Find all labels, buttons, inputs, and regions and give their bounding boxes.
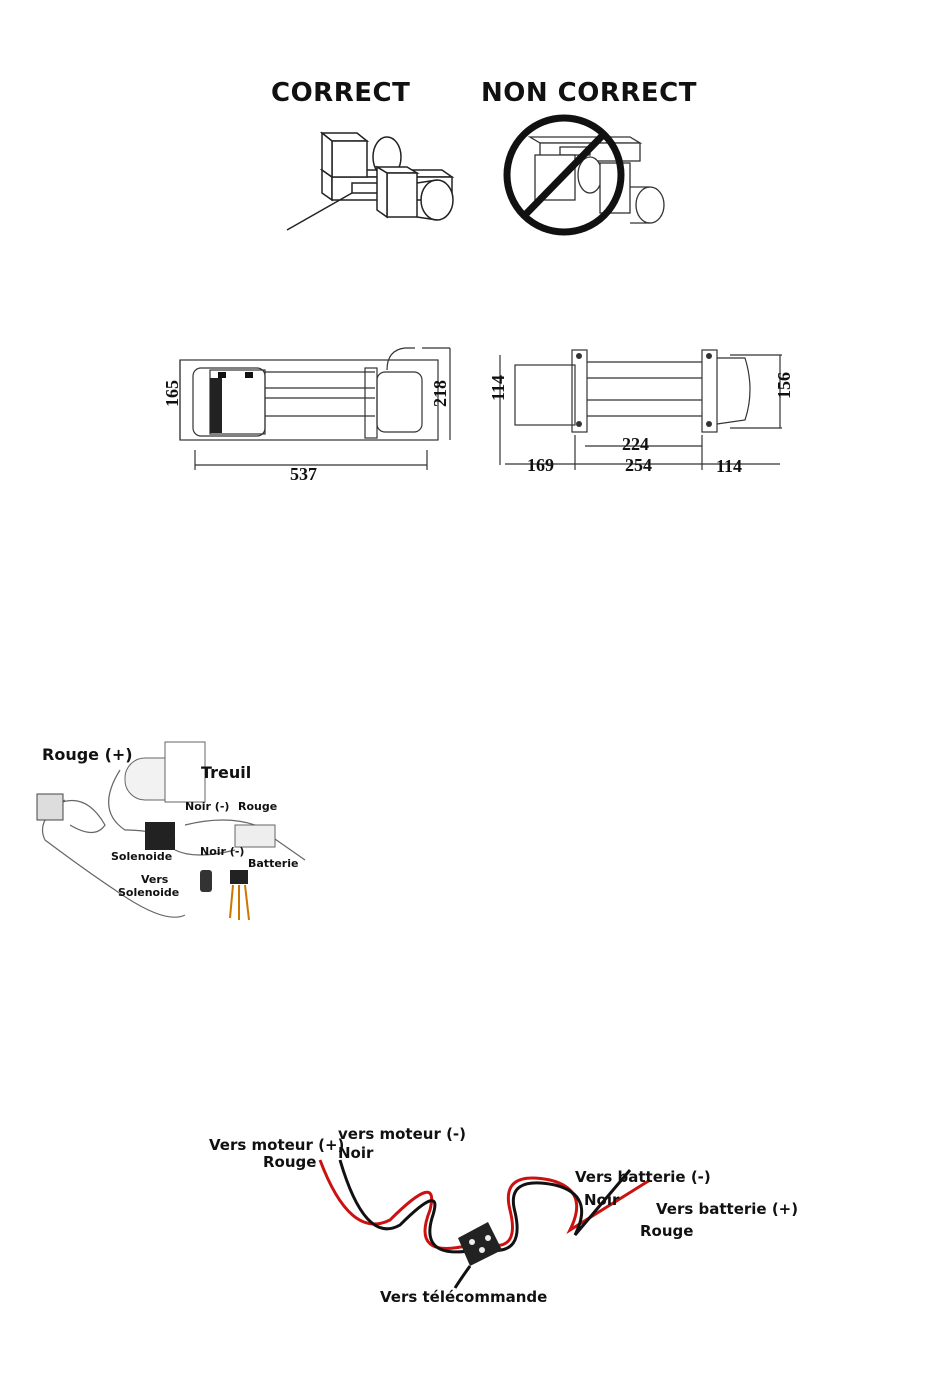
dim-top-spacing: 254 (625, 455, 652, 476)
wiring-solenoide-label: Solenoide (111, 850, 172, 863)
dim-side-height-right: 218 (430, 380, 451, 407)
dim-top-right-h: 156 (774, 372, 795, 399)
incorrect-mount-drawing (490, 115, 690, 240)
wiring-vers-label: Vers (141, 873, 168, 886)
dim-side-height-left: 165 (162, 380, 183, 407)
wiring-noir-label-2: Noir (-) (200, 845, 244, 858)
harness-moteur-minus-label: vers moteur (-) (338, 1125, 466, 1143)
wiring-batterie-label: Batterie (248, 857, 298, 870)
dim-top-left-w: 169 (527, 455, 554, 476)
harness-noir-right-label: Noir (584, 1191, 619, 1209)
incorrect-heading: NON CORRECT (481, 78, 697, 108)
cable-harness-drawing (310, 1150, 790, 1290)
harness-rouge-left-label: Rouge (263, 1153, 316, 1171)
dim-side-length: 537 (290, 464, 317, 485)
harness-batterie-plus-label: Vers batterie (+) (656, 1200, 798, 1218)
wiring-noir-label-1: Noir (-) (185, 800, 229, 813)
wiring-rouge-plus-label: Rouge (+) (42, 745, 133, 764)
dim-top-right-w: 114 (716, 456, 742, 477)
dim-top-inner: 224 (622, 434, 649, 455)
correct-heading: CORRECT (271, 78, 410, 108)
harness-rouge-right-label: Rouge (640, 1222, 693, 1240)
wiring-treuil-label: Treuil (201, 763, 251, 782)
wiring-solenoide-label-2: Solenoide (118, 886, 179, 899)
correct-mount-drawing (282, 115, 482, 240)
dim-top-left-h: 114 (488, 375, 509, 401)
harness-telecommande-label: Vers télécommande (380, 1288, 547, 1306)
side-view-drawing (165, 340, 475, 485)
harness-moteur-plus-label: Vers moteur (+) (209, 1136, 344, 1154)
harness-batterie-minus-label: Vers batterie (-) (575, 1168, 711, 1186)
harness-noir-left-label: Noir (338, 1144, 373, 1162)
wiring-rouge-label: Rouge (238, 800, 277, 813)
